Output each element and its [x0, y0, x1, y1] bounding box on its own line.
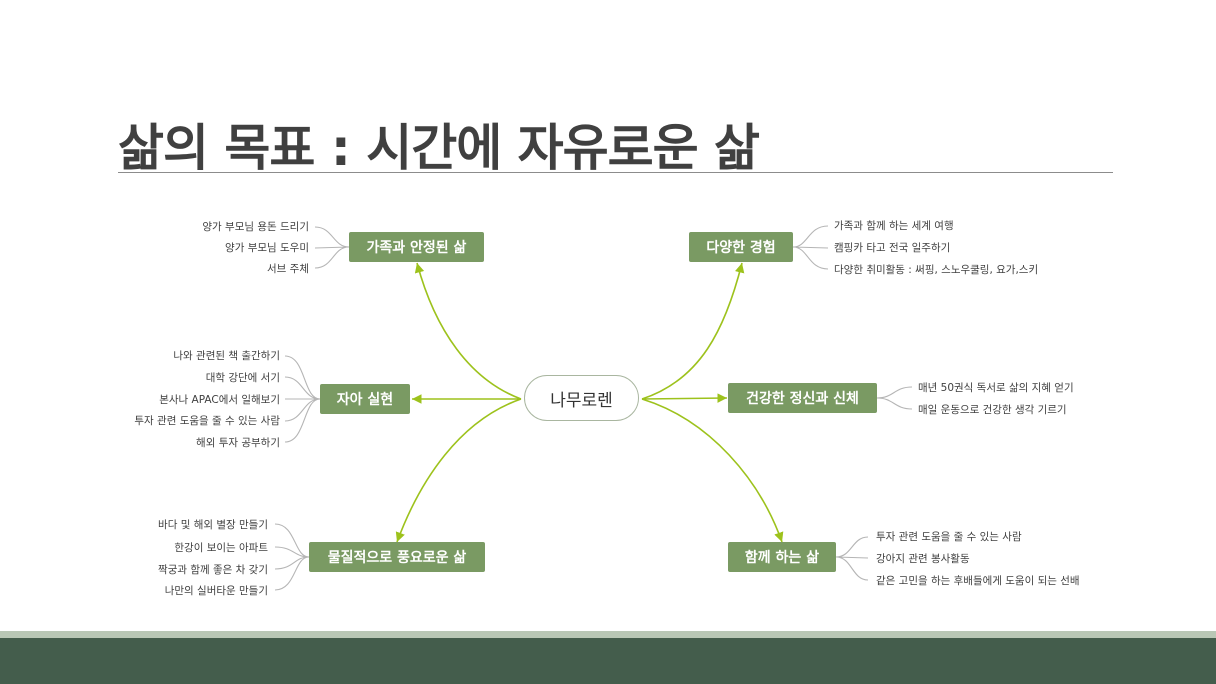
center-node: 나무로렌 [524, 375, 639, 421]
leaf-material-2: 한강이 보이는 아파트 [174, 542, 268, 554]
connector-experience [641, 262, 745, 400]
branch-health: 건강한 정신과 신체 [728, 383, 877, 413]
leaf-experience-1: 가족과 함께 하는 세계 여행 [834, 220, 954, 232]
leaf-family-2: 양가 부모님 도우미 [225, 242, 309, 254]
leaf-together-1: 투자 관련 도움을 줄 수 있는 사람 [876, 531, 1022, 543]
leaf-experience-2: 캠핑카 타고 전국 일주하기 [834, 242, 951, 254]
leaf-health-1: 매년 50권식 독서로 삶의 지혜 얻기 [918, 382, 1074, 394]
leaf-family-1: 양가 부모님 용돈 드리기 [202, 221, 309, 233]
bracket-self [284, 355, 321, 443]
connector-family [414, 262, 522, 400]
bracket-health [876, 386, 913, 410]
leaf-experience-3: 다양한 취미활동 : 써핑, 스노우쿨링, 요가,스키 [834, 264, 1039, 276]
bracket-experience [792, 225, 829, 270]
branch-experience: 다양한 경험 [689, 232, 793, 262]
leaf-self-3: 본사나 APAC에서 일해보기 [159, 394, 280, 406]
footer-band-dark [0, 638, 1216, 684]
title-divider [118, 172, 1113, 173]
branch-family: 가족과 안정된 삶 [349, 232, 484, 262]
leaf-material-3: 짝궁과 함께 좋은 차 갖기 [158, 564, 268, 576]
leaf-health-2: 매일 운동으로 건강한 생각 기르기 [918, 404, 1067, 416]
branch-together: 함께 하는 삶 [728, 542, 836, 572]
footer-band-light [0, 631, 1216, 638]
leaf-self-2: 대학 강단에 서기 [205, 372, 280, 384]
leaf-family-3: 서브 주체 [267, 263, 309, 275]
bracket-together [835, 536, 869, 581]
bracket-material [274, 523, 310, 591]
connector-material [395, 398, 522, 543]
slide-title: 삶의 목표 : 시간에 자유로운 삶 [118, 119, 760, 177]
bracket-family [314, 226, 350, 269]
leaf-self-1: 나와 관련된 책 출간하기 [173, 350, 280, 362]
connector-together [641, 398, 784, 543]
leaf-together-3: 같은 고민을 하는 후배들에게 도움이 되는 선배 [876, 575, 1080, 587]
branch-self: 자아 실현 [320, 384, 410, 414]
leaf-together-2: 강아지 관련 봉사활동 [876, 553, 970, 565]
leaf-material-4: 나만의 실버타운 만들기 [164, 585, 268, 597]
leaf-material-1: 바다 및 해외 별장 만들기 [158, 519, 268, 531]
branch-material: 물질적으로 풍요로운 삶 [309, 542, 485, 572]
leaf-self-5: 해외 투자 공부하기 [196, 437, 280, 449]
leaf-self-4: 투자 관련 도움을 줄 수 있는 사람 [134, 415, 280, 427]
connector-health [641, 393, 728, 403]
